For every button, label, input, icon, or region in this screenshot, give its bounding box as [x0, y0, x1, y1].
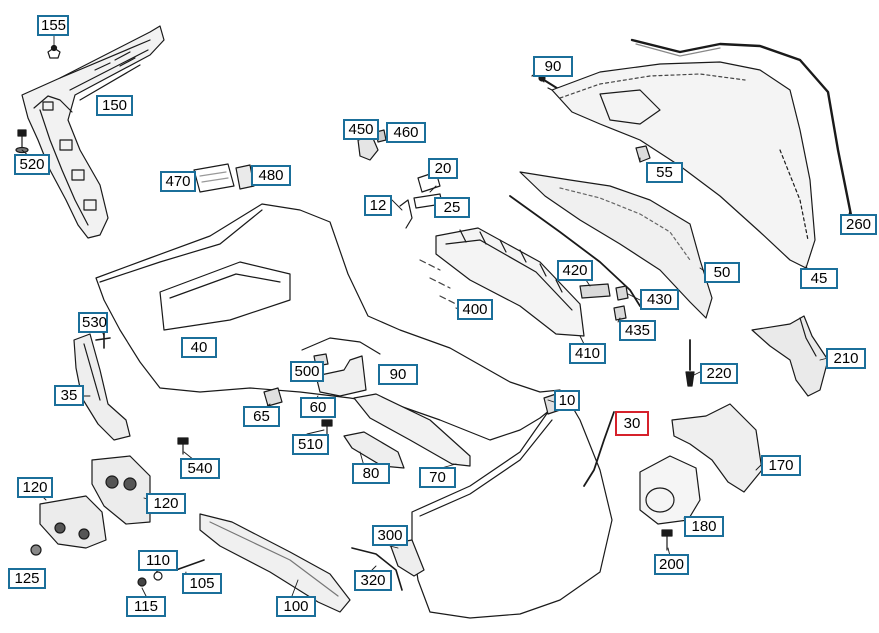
part-420-clip	[579, 283, 611, 299]
part-435-clip	[613, 305, 627, 321]
part-65-clip	[263, 387, 283, 407]
part-45-diffuser	[551, 61, 816, 269]
callout-180[interactable]: 180	[684, 516, 724, 537]
part-80-bracket	[343, 431, 405, 469]
callout-100[interactable]: 100	[276, 596, 316, 617]
callout-450[interactable]: 450	[343, 119, 379, 140]
part-300-bracket	[389, 539, 425, 577]
callout-105[interactable]: 105	[182, 573, 222, 594]
callout-530[interactable]: 530	[78, 312, 108, 333]
part-100-trim	[199, 513, 351, 613]
callout-10[interactable]: 10	[554, 390, 580, 411]
callout-30-selected[interactable]: 30	[615, 411, 649, 436]
callout-510[interactable]: 510	[292, 434, 329, 455]
part-410-strip	[509, 195, 641, 307]
callout-470[interactable]: 470	[160, 171, 196, 192]
callout-50[interactable]: 50	[704, 262, 740, 283]
callout-540[interactable]: 540	[180, 458, 220, 479]
callout-70[interactable]: 70	[419, 467, 456, 488]
callout-110[interactable]: 110	[138, 550, 178, 571]
part-150-bracket	[21, 25, 165, 239]
callout-35[interactable]: 35	[54, 385, 84, 406]
part-220-pin	[685, 339, 695, 387]
part-170-bracket	[671, 403, 763, 493]
callout-460[interactable]: 460	[386, 122, 426, 143]
part-180-housing	[639, 455, 701, 525]
callout-40[interactable]: 40	[181, 337, 217, 358]
part-115-nut	[137, 577, 147, 587]
part-30-strip	[583, 411, 615, 487]
part-120-left-bracket	[39, 495, 107, 549]
callout-120-right[interactable]: 120	[146, 493, 186, 514]
callout-220[interactable]: 220	[700, 363, 738, 384]
callout-500[interactable]: 500	[290, 361, 324, 382]
part-120-right-bracket	[91, 455, 151, 525]
callout-60[interactable]: 60	[300, 397, 336, 418]
callout-300[interactable]: 300	[372, 525, 408, 546]
callout-520[interactable]: 520	[14, 154, 50, 175]
callout-480[interactable]: 480	[251, 165, 291, 186]
part-main-bumper-cover	[411, 395, 613, 619]
part-200-screw	[661, 529, 673, 551]
callout-210[interactable]: 210	[826, 348, 866, 369]
callout-65[interactable]: 65	[243, 406, 280, 427]
callout-55[interactable]: 55	[646, 162, 683, 183]
callout-45[interactable]: 45	[800, 268, 838, 289]
part-60-bracket	[315, 355, 367, 397]
part-210-bracket	[751, 315, 829, 397]
part-110-clip	[153, 571, 163, 581]
callout-120-left[interactable]: 120	[17, 477, 53, 498]
part-470-flap	[193, 163, 255, 193]
callout-430[interactable]: 430	[640, 289, 679, 310]
callout-80[interactable]: 80	[352, 463, 390, 484]
callout-155[interactable]: 155	[37, 15, 69, 36]
part-510-screw	[321, 419, 333, 435]
part-50-panel	[519, 171, 713, 319]
callout-435[interactable]: 435	[619, 320, 656, 341]
part-70-bracket	[353, 393, 471, 467]
callout-125[interactable]: 125	[8, 568, 46, 589]
callout-420[interactable]: 420	[557, 260, 593, 281]
callout-410[interactable]: 410	[569, 343, 606, 364]
callout-90-top[interactable]: 90	[533, 56, 573, 77]
callout-260[interactable]: 260	[840, 214, 877, 235]
callout-12[interactable]: 12	[364, 195, 392, 216]
part-540-screw	[177, 437, 189, 455]
part-105-rod	[175, 559, 205, 571]
part-400-crossbar	[419, 227, 585, 337]
part-430-clip	[615, 285, 629, 301]
part-125-nut	[30, 544, 42, 556]
callout-200[interactable]: 200	[654, 554, 689, 575]
callout-115[interactable]: 115	[126, 596, 166, 617]
part-55-clip	[635, 145, 651, 163]
callout-150[interactable]: 150	[96, 95, 133, 116]
callout-170[interactable]: 170	[761, 455, 801, 476]
callout-20[interactable]: 20	[428, 158, 458, 179]
part-260-trim	[630, 38, 854, 222]
callout-25[interactable]: 25	[434, 197, 470, 218]
part-520-bolt	[15, 129, 29, 154]
callout-90-mid[interactable]: 90	[378, 364, 418, 385]
callout-320[interactable]: 320	[354, 570, 392, 591]
part-320-strip	[351, 547, 403, 591]
part-530-bolt	[95, 331, 111, 349]
callout-400[interactable]: 400	[457, 299, 493, 320]
